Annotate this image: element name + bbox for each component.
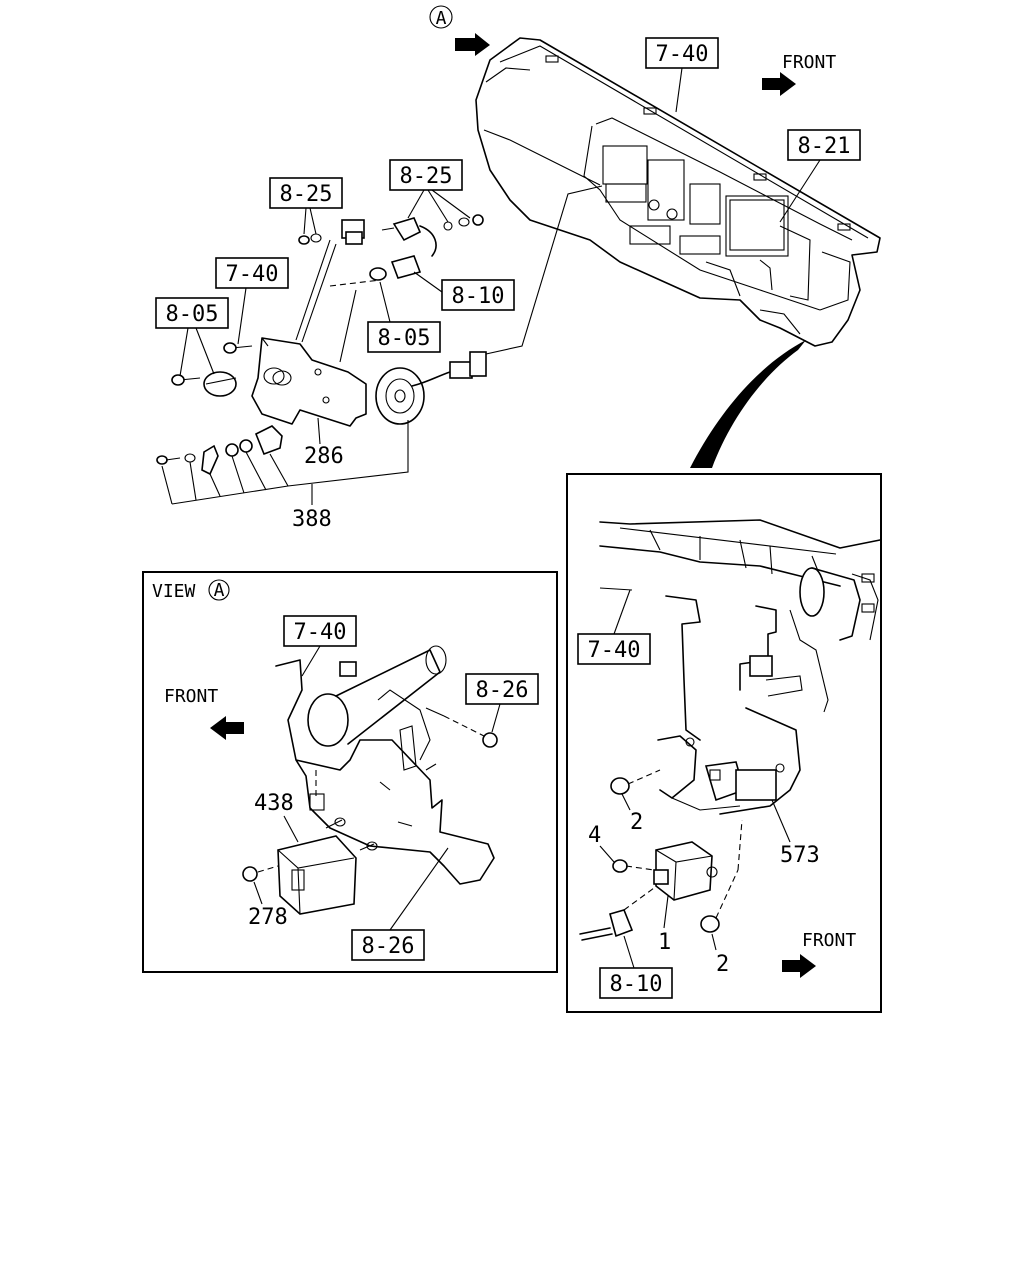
callout-8-25-left: 8-25 <box>269 177 343 235</box>
front-view-a-text: FRONT <box>164 686 218 707</box>
detail-pointer-arrow <box>690 340 806 468</box>
label-388: 388 <box>161 420 409 532</box>
callout-view-a-7-40: 7-40 <box>283 615 357 677</box>
callout-view-a-8-26-bottom-text: 8-26 <box>362 934 415 959</box>
view-a-title-letter: A <box>214 580 225 601</box>
callout-8-10-mid-text: 8-10 <box>452 284 505 309</box>
label-286-text: 286 <box>304 444 344 469</box>
callout-8-21-text: 8-21 <box>798 134 851 159</box>
callout-8-25-right: 8-25 <box>389 159 471 223</box>
callout-view-a-8-26-top-text: 8-26 <box>476 678 529 703</box>
view-a-title: VIEW <box>152 581 196 602</box>
detail-panel <box>566 473 882 1013</box>
horn-assembly <box>156 214 487 476</box>
callout-7-40-mid-text: 7-40 <box>226 262 279 287</box>
label-detail-1-text: 1 <box>658 930 671 955</box>
callout-8-21: 8-21 <box>779 129 861 223</box>
front-detail-text: FRONT <box>802 930 856 951</box>
callout-8-10-mid: 8-10 <box>413 271 515 311</box>
callout-view-a-8-26-bottom: 8-26 <box>351 847 449 961</box>
cluster-leader <box>485 185 603 355</box>
label-detail-4-text: 4 <box>588 823 601 848</box>
label-388-text: 388 <box>292 507 332 532</box>
label-detail-4: 4 <box>588 823 615 863</box>
label-286: 286 <box>304 417 344 469</box>
callout-7-40-mid: 7-40 <box>215 257 289 345</box>
label-detail-2b-text: 2 <box>716 952 729 977</box>
callout-8-25-left-text: 8-25 <box>280 182 333 207</box>
callout-8-05-right-text: 8-05 <box>378 326 431 351</box>
label-detail-1: 1 <box>658 895 671 955</box>
front-top-text: FRONT <box>782 52 836 73</box>
callout-7-40-top: 7-40 <box>645 37 719 113</box>
callout-detail-7-40-text: 7-40 <box>588 638 641 663</box>
label-detail-573-text: 573 <box>780 843 820 868</box>
callout-detail-7-40: 7-40 <box>577 587 651 665</box>
callout-detail-8-10: 8-10 <box>599 935 673 999</box>
callout-8-05-left-text: 8-05 <box>166 302 219 327</box>
label-detail-573: 573 <box>771 799 820 868</box>
dashboard-illustration <box>475 37 881 347</box>
label-438-text: 438 <box>254 791 294 816</box>
callout-7-40-top-text: 7-40 <box>656 42 709 67</box>
callout-8-05-right: 8-05 <box>367 281 441 353</box>
callout-detail-8-10-text: 8-10 <box>610 972 663 997</box>
front-indicator-detail: FRONT <box>782 930 856 978</box>
view-a-marker: A <box>429 5 490 56</box>
label-278: 278 <box>248 881 288 930</box>
view-a-panel: VIEW A <box>142 571 558 973</box>
callout-8-25-right-text: 8-25 <box>400 164 453 189</box>
label-detail-2a-text: 2 <box>630 810 643 835</box>
front-indicator-top: FRONT <box>762 52 836 96</box>
label-detail-2b: 2 <box>711 933 729 977</box>
label-278-text: 278 <box>248 905 288 930</box>
label-detail-2a: 2 <box>621 793 643 835</box>
callout-view-a-8-26-top: 8-26 <box>465 673 539 733</box>
front-indicator-view-a: FRONT <box>164 686 244 740</box>
callout-view-a-7-40-text: 7-40 <box>294 620 347 645</box>
view-a-marker-letter: A <box>436 8 447 29</box>
label-438: 438 <box>254 791 299 843</box>
callout-8-05-left: 8-05 <box>155 297 229 377</box>
